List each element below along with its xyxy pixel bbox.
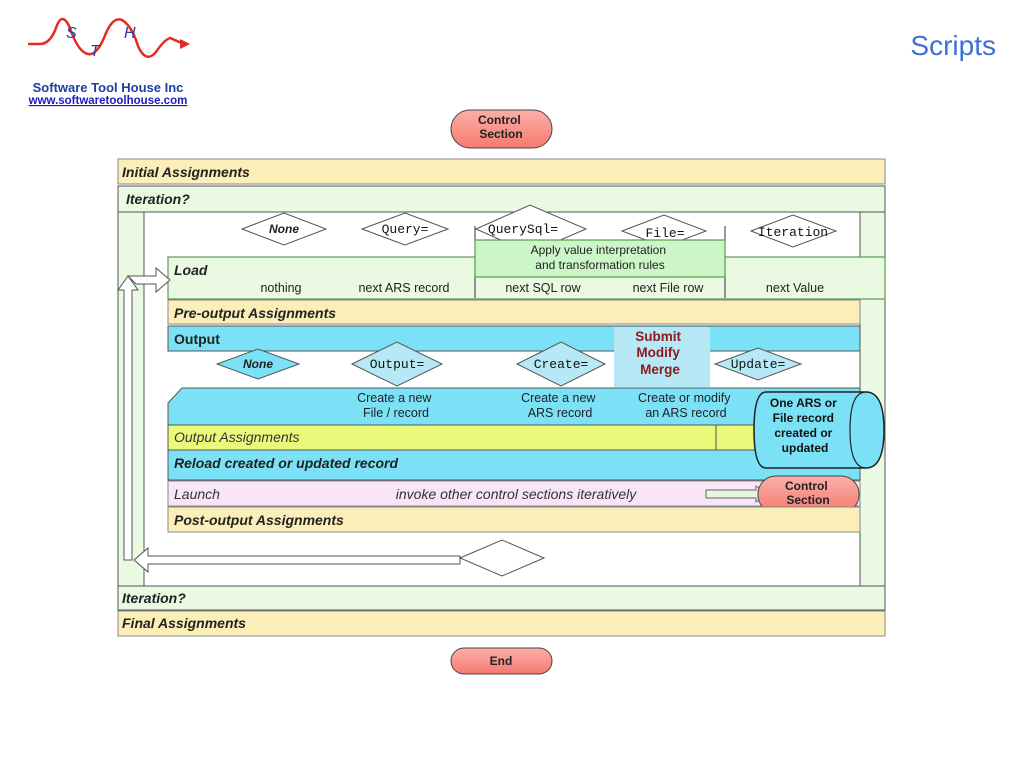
output-output-label: Output= [370,357,425,372]
submit-line-1: Submit [635,329,681,344]
load-entry-arrow-icon [126,266,171,294]
submit-line-3: Merge [640,362,680,377]
iteration-bottom-label: Iteration? [122,590,186,606]
iteration-querysql-label: QuerySql= [488,222,558,237]
iteration-bottom-band [117,585,886,611]
output-diamond-create [515,341,607,387]
iteration-loop-diamond [458,539,546,577]
interpret-rules-box [474,239,726,278]
iteration-top-band [117,185,886,213]
reload-band [167,449,861,481]
output-desc-create-line-2: ARS record [528,406,593,420]
output-label: Output [174,331,220,347]
launch-target-line-2: Section [786,493,829,507]
output-desc-update-line-1: Create or modify [638,391,731,405]
iteration-desc-query: next ARS record [358,281,449,295]
interpret-line-2: and transformation rules [535,258,664,272]
output-create-label: Create= [534,357,589,372]
output-band [167,325,861,352]
output-desc-update: Create or modify an ARS record [638,391,734,420]
logo-wave-icon [28,17,185,59]
loop-back-up-arrow-icon [117,275,139,561]
logo-arrow-icon [180,39,190,49]
output-assignments-label: Output Assignments [174,429,300,445]
load-label: Load [174,262,208,278]
submit-modify-merge-text: Submit Modify Merge [635,329,685,377]
control-section-line-2: Section [479,127,522,141]
logo-letter-t: T [90,43,101,60]
iteration-loop-label: Iteration [758,225,828,240]
output-assignments-band [167,424,717,451]
submit-modify-merge-box [614,327,710,387]
iteration-desc-loop: next Value [766,281,824,295]
control-section-terminal: Control Section [450,109,553,149]
pre-output-band [167,299,861,325]
iteration-diamond-none [240,212,328,246]
iteration-diamonds: None Query= QuerySql= File= Iteration [240,204,838,254]
output-desc-update-line-2: an ARS record [645,406,726,420]
launch-label: Launch [174,486,220,502]
output-diamond-none [215,348,301,380]
output-none-label: None [243,357,273,371]
record-line-4: updated [782,441,829,455]
post-output-band [167,506,861,533]
iteration-desc-file: next File row [633,281,705,295]
company-logo: S T H Software Tool House Inc www.softwa… [28,17,190,107]
output-desc-output: Create a new File / record [357,391,435,420]
output-desc-output-line-1: Create a new [357,391,432,405]
reload-label: Reload created or updated record [174,455,399,471]
output-desc-create-line-1: Create a new [521,391,596,405]
company-url-link[interactable]: www.softwaretoolhouse.com [28,95,188,107]
control-section-line-1: Control [478,113,521,127]
record-line-2: File record [773,411,834,425]
record-drum-text: One ARS or File record created or update… [770,396,840,455]
record-line-3: created or [774,426,832,440]
interpret-rules-text: Apply value interpretation and transform… [531,243,670,272]
end-terminal: End [450,647,553,675]
page-title: Scripts [910,30,996,61]
submit-line-2: Modify [636,345,680,360]
logo-letter-h: H [124,25,136,42]
end-label: End [490,654,513,668]
post-output-label: Post-output Assignments [174,512,344,528]
record-drum: One ARS or File record created or update… [753,391,885,469]
iteration-desc-querysql: next SQL row [505,281,581,295]
iteration-loop-arrow-icon [133,546,461,574]
output-diamonds: None Output= Create= Update= [215,341,803,387]
control-section-label: Control Section [478,113,524,141]
launch-target-terminal: Control Section [757,475,860,514]
interpret-line-1: Apply value interpretation [531,243,666,257]
initial-assignments-label: Initial Assignments [122,164,250,180]
output-update-label: Update= [731,357,786,372]
company-name: Software Tool House Inc [33,80,184,95]
output-diamond-update [713,347,803,381]
record-line-1: One ARS or [770,396,837,410]
pre-output-label: Pre-output Assignments [174,305,336,321]
initial-assignments-band [117,158,886,185]
final-assignments-label: Final Assignments [122,615,246,631]
iteration-diamond-loop [749,214,838,248]
final-assignments-band [117,610,886,637]
iteration-top-label: Iteration? [126,191,190,207]
iteration-desc-none: nothing [260,281,301,295]
logo-letter-s: S [66,25,77,42]
output-diamond-output [350,341,444,387]
iteration-file-label: File= [645,226,684,241]
svg-text:Control Section: Control Section [785,479,831,507]
iteration-none-label: None [269,222,299,236]
launch-target-line-1: Control [785,479,828,493]
iteration-query-label: Query= [382,222,429,237]
output-desc-create: Create a new ARS record [521,391,599,420]
output-desc-output-line-2: File / record [363,406,429,420]
launch-desc: invoke other control sections iterativel… [396,486,637,502]
iteration-diamond-query [360,212,450,246]
